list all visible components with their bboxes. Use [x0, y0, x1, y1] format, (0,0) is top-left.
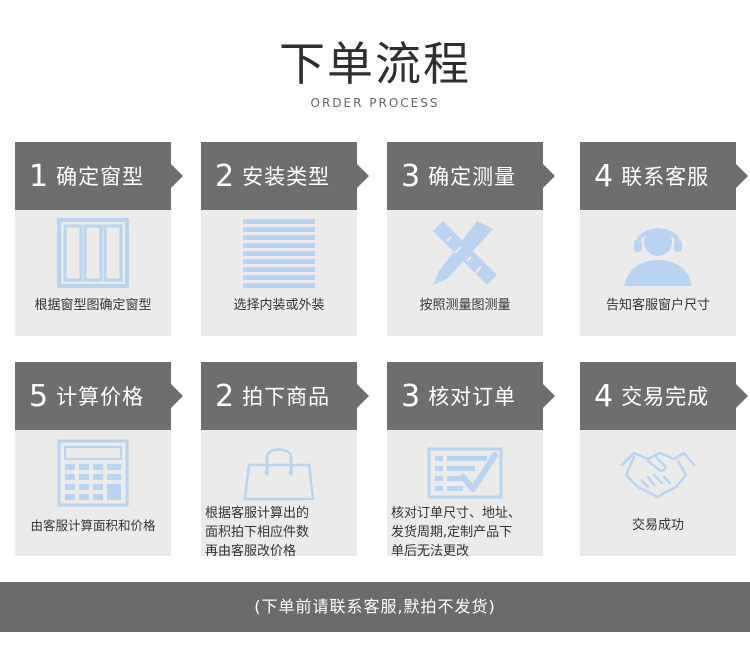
step-description: 交易成功	[631, 518, 684, 533]
desc-line: 面积拍下相应件数	[205, 525, 310, 540]
step-number: 4	[594, 378, 614, 414]
step-header: 3 确定测量	[387, 142, 555, 210]
step-description: 核对订单尺寸、地址、 发货周期,定制产品下 单后无法更改	[387, 504, 539, 561]
step-card-4: 4 联系客服 告知客服窗户尺寸	[580, 142, 748, 336]
step-header: 4 交易完成	[580, 362, 748, 430]
step-description: 根据客服计算出的 面积拍下相应件数 再由客服改价格	[201, 504, 353, 561]
step-number: 5	[29, 378, 49, 414]
step-header: 4 联系客服	[580, 142, 748, 210]
checklist-icon	[387, 436, 543, 510]
step-number: 1	[29, 158, 49, 194]
step-card-1: 1 确定窗型 根据窗型图确定窗型	[15, 142, 183, 336]
step-card-7: 3 核对订单 核对订单尺寸、地址、 发货周期,定制产品下 单后无法更改	[387, 362, 555, 559]
step-description: 选择内装或外装	[233, 298, 325, 313]
headset-agent-icon	[580, 216, 736, 290]
step-header: 3 核对订单	[387, 362, 555, 430]
step-description: 告知客服窗户尺寸	[605, 298, 710, 313]
step-label: 安装类型	[242, 165, 331, 189]
blinds-icon	[201, 216, 357, 290]
window-icon	[15, 216, 171, 290]
step-description: 由客服计算面积和价格	[30, 518, 156, 533]
ruler-pencil-icon	[387, 216, 543, 290]
step-card-2: 2 安装类型 选择内装或外装	[201, 142, 369, 336]
step-label: 计算价格	[56, 385, 145, 409]
step-number: 2	[215, 158, 235, 194]
step-header: 2 安装类型	[201, 142, 369, 210]
step-label: 确定测量	[428, 165, 517, 189]
desc-line: 发货周期,定制产品下	[391, 525, 513, 540]
step-number: 4	[594, 158, 614, 194]
page-title: 下单流程	[279, 37, 471, 91]
desc-line: 根据客服计算出的	[205, 506, 310, 521]
step-number: 3	[401, 158, 421, 194]
desc-line: 核对订单尺寸、地址、	[391, 506, 522, 521]
step-card-3: 3 确定测量 按照测量图测量	[387, 142, 555, 336]
step-label: 确定窗型	[56, 165, 145, 189]
step-number: 2	[215, 378, 235, 414]
step-header: 5 计算价格	[15, 362, 183, 430]
step-label: 核对订单	[428, 385, 517, 409]
footer-notice: (下单前请联系客服,默拍不发货)	[0, 582, 750, 632]
desc-line: 单后无法更改	[391, 544, 470, 559]
step-description: 按照测量图测量	[419, 298, 511, 313]
step-card-8: 4 交易完成 交易成功	[580, 362, 748, 556]
step-number: 3	[401, 378, 421, 414]
step-label: 拍下商品	[242, 385, 331, 409]
page-subtitle: ORDER PROCESS	[310, 96, 440, 110]
step-label: 联系客服	[621, 165, 710, 189]
handshake-icon	[580, 436, 736, 510]
step-description: 根据窗型图确定窗型	[34, 298, 152, 313]
step-label: 交易完成	[621, 385, 710, 409]
calculator-icon	[15, 436, 171, 510]
desc-line: 再由客服改价格	[205, 544, 297, 559]
step-header: 1 确定窗型	[15, 142, 183, 210]
shopping-bag-icon	[201, 436, 357, 510]
step-header: 2 拍下商品	[201, 362, 369, 430]
step-card-5: 5 计算价格 由客服计算面积和价格	[15, 362, 183, 556]
step-card-6: 2 拍下商品 根据客服计算出的 面积拍下相应件数 再由客服改价格	[201, 362, 369, 559]
